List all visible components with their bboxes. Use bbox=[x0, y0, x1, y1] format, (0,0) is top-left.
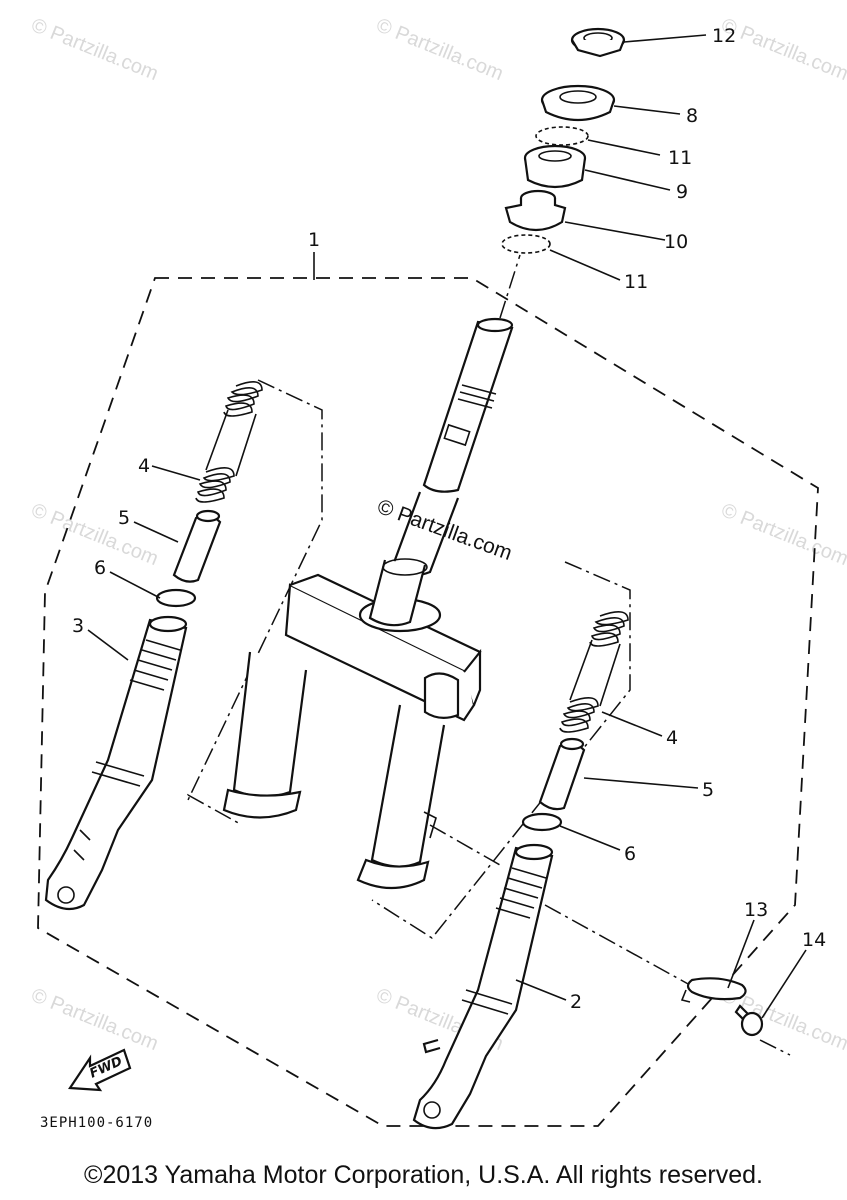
callout-2: 2 bbox=[570, 991, 582, 1013]
callout-1: 1 bbox=[308, 229, 320, 251]
leader-lines bbox=[87, 34, 807, 1019]
copyright-notice: ©2013 Yamaha Motor Corporation, U.S.A. A… bbox=[84, 1161, 763, 1189]
bearing-race-part bbox=[523, 144, 587, 189]
ring-right-part bbox=[521, 812, 563, 832]
callout-5-left: 5 bbox=[118, 507, 130, 529]
callout-12: 12 bbox=[712, 25, 736, 47]
callout-8: 8 bbox=[686, 105, 698, 127]
watermark: © Partzilla.com bbox=[28, 14, 161, 85]
watermark: © Partzilla.com bbox=[718, 499, 847, 570]
callout-4-left: 4 bbox=[138, 455, 150, 477]
spring-left-part bbox=[195, 381, 263, 503]
callout-9: 9 bbox=[676, 181, 688, 203]
clip-part bbox=[680, 977, 747, 1003]
callout-10: 10 bbox=[664, 231, 688, 253]
plug-right-part bbox=[538, 737, 586, 811]
watermark: © Partzilla.com bbox=[718, 14, 847, 85]
callout-11-upper: 11 bbox=[668, 147, 692, 169]
callout-4-right: 4 bbox=[666, 727, 678, 749]
ring-nut-part bbox=[570, 27, 626, 58]
fork-bridge-part bbox=[222, 558, 482, 890]
lower-race-part bbox=[504, 189, 567, 232]
diagram-code: 3EPH100-6170 bbox=[40, 1115, 153, 1131]
callout-3: 3 bbox=[72, 615, 84, 637]
fwd-arrow-icon: FWD bbox=[68, 1048, 132, 1092]
bearing-cover-part bbox=[540, 84, 616, 122]
callout-14: 14 bbox=[802, 929, 826, 951]
plug-left-part bbox=[172, 509, 222, 583]
watermark: © Partzilla.com bbox=[28, 984, 161, 1055]
callout-group: 12 8 11 9 10 11 1 4 5 6 3 4 5 6 2 13 14 bbox=[72, 25, 826, 1013]
outer-tube-left-part bbox=[44, 615, 188, 911]
callout-6-right: 6 bbox=[624, 843, 636, 865]
steering-stem-part bbox=[390, 317, 514, 577]
callout-5-right: 5 bbox=[702, 779, 714, 801]
callout-13: 13 bbox=[744, 899, 768, 921]
bolt-part bbox=[734, 1004, 764, 1037]
assembly-boundary bbox=[37, 277, 819, 1127]
ring-left-part bbox=[155, 588, 197, 608]
spring-right-part bbox=[559, 611, 629, 733]
ball-bearing-upper bbox=[535, 126, 589, 146]
watermark: © Partzilla.com bbox=[373, 14, 506, 85]
callout-6-left: 6 bbox=[94, 557, 106, 579]
outer-tube-right-part bbox=[412, 843, 554, 1130]
callout-11-lower: 11 bbox=[624, 271, 648, 293]
ball-bearing-lower bbox=[501, 234, 551, 254]
